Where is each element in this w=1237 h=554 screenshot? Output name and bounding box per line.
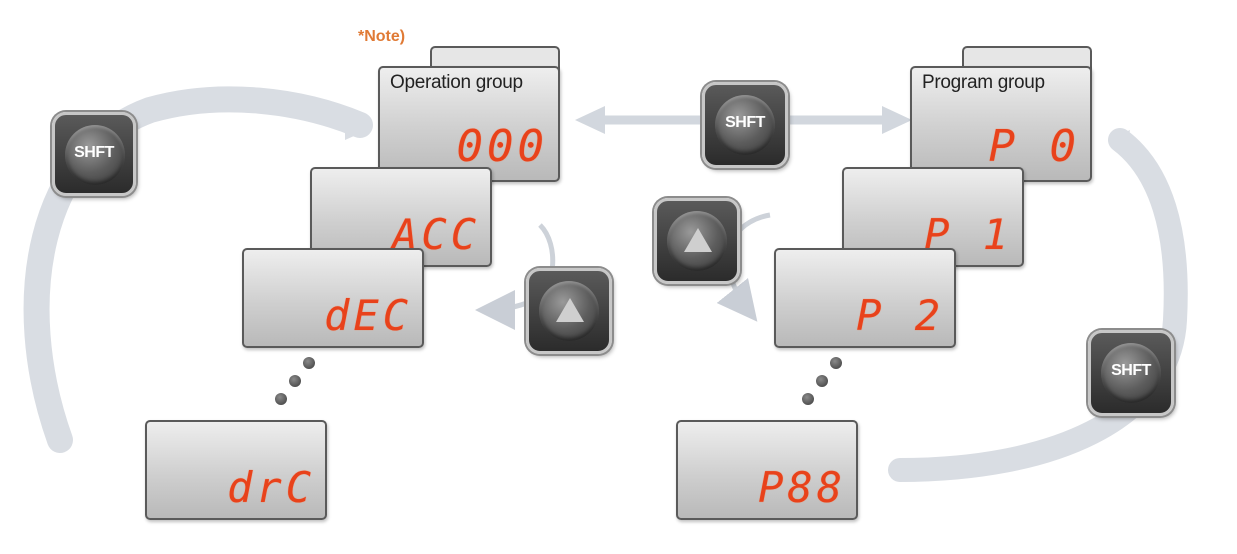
shift-key-label: SHFT (74, 144, 114, 161)
shift-key-left[interactable]: SHFT (52, 112, 136, 196)
program-group-label: Program group (922, 72, 1045, 93)
display-panel-p88: P88 (676, 420, 858, 520)
key-cap (715, 95, 775, 155)
operation-group-panel: Operation group 000 (378, 66, 560, 182)
display-p2: P 2 (856, 291, 944, 340)
ellipsis-dot (816, 375, 828, 387)
display-dec: dEC (324, 291, 412, 340)
up-triangle-icon (684, 228, 712, 252)
key-cap (1101, 343, 1161, 403)
display-panel-drc: drC (145, 420, 327, 520)
shift-key-label: SHFT (1111, 362, 1151, 379)
display-panel-p2: P 2 (774, 248, 956, 348)
ellipsis-dot (303, 357, 315, 369)
display-p88: P88 (758, 463, 846, 512)
ellipsis-dot (830, 357, 842, 369)
ellipsis-dot (275, 393, 287, 405)
up-key-program[interactable] (654, 198, 740, 284)
display-drc: drC (227, 463, 315, 512)
operation-group-label: Operation group (390, 72, 523, 93)
up-key-operation[interactable] (526, 268, 612, 354)
shift-key-top[interactable]: SHFT (702, 82, 788, 168)
up-triangle-icon (556, 298, 584, 322)
shift-key-right[interactable]: SHFT (1088, 330, 1174, 416)
ellipsis-dot (289, 375, 301, 387)
program-group-panel: Program group P 0 (910, 66, 1092, 182)
display-p0: P 0 (988, 121, 1080, 172)
shift-key-label: SHFT (725, 114, 765, 131)
display-panel-dec: dEC (242, 248, 424, 348)
ellipsis-dot (802, 393, 814, 405)
display-000: 000 (456, 121, 548, 172)
right-loop-arrowhead (1108, 130, 1130, 158)
note-label: *Note) (358, 28, 406, 45)
left-loop-arrowhead (345, 115, 372, 140)
key-cap (65, 125, 125, 185)
